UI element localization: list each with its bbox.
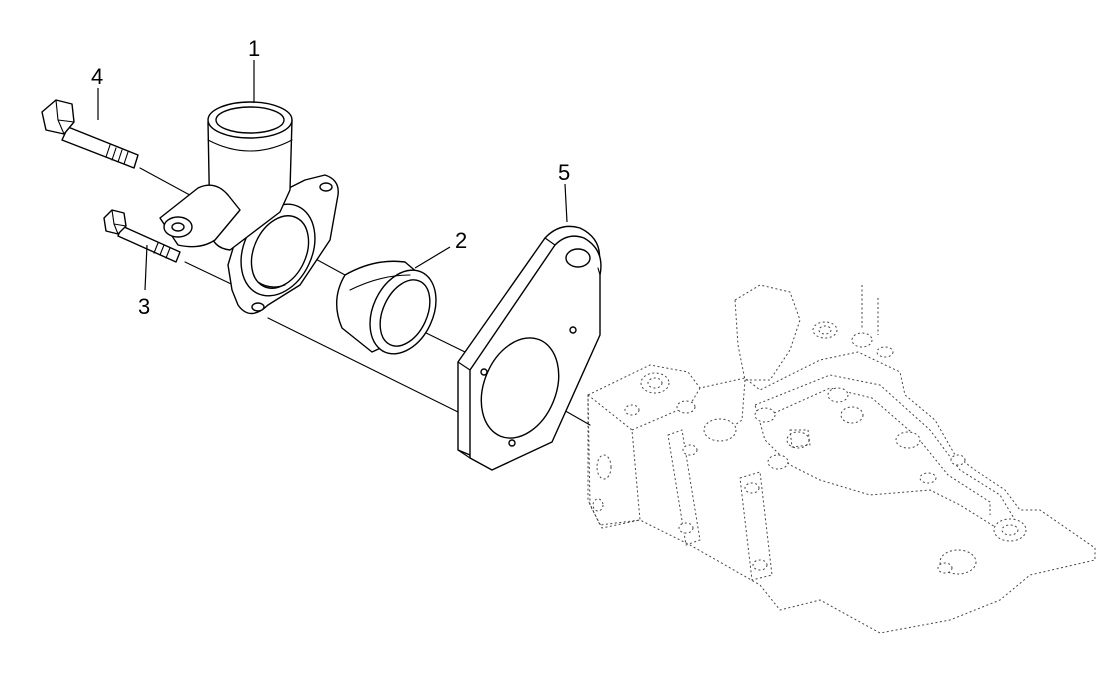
callout-5: 5 [558, 160, 570, 185]
callout-2: 2 [455, 228, 467, 253]
gasket-plate [457, 225, 602, 471]
callout-1: 1 [248, 36, 260, 61]
water-outlet-housing [159, 101, 339, 315]
engine-cylinder-head [587, 284, 1096, 634]
sleeve-ring [336, 260, 437, 355]
callout-3: 3 [138, 294, 150, 319]
long-bolt [41, 99, 139, 169]
short-bolt [103, 209, 181, 263]
callout-leaders [97, 60, 568, 291]
callout-4: 4 [91, 64, 103, 89]
